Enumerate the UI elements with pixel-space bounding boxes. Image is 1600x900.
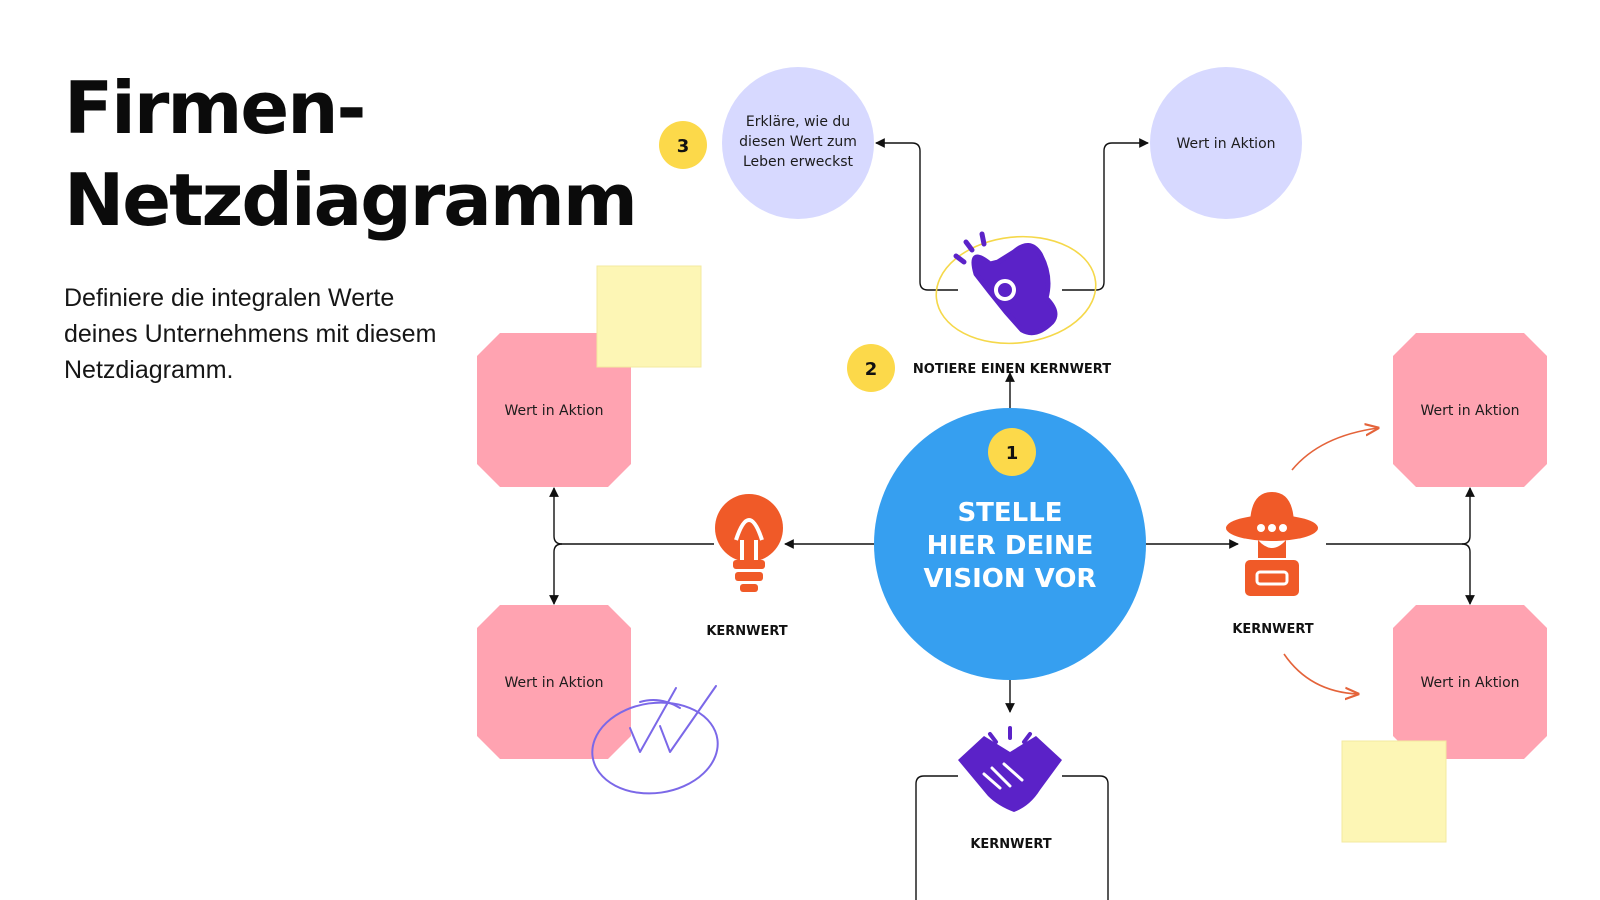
vision-circle[interactable]: STELLE HIER DEINE VISION VOR: [874, 408, 1146, 680]
top-right-circle-shape: [1150, 67, 1302, 219]
lightbulb-bulb: [715, 494, 783, 562]
connector-left-branch-down: [549, 543, 563, 605]
vision-line-2: HIER DEINE: [927, 531, 1094, 561]
top-right-circle-label: Wert in Aktion: [1176, 136, 1275, 152]
vision-line-3: VISION VOR: [924, 564, 1097, 594]
left-bottom-octagon-label: Wert in Aktion: [504, 675, 603, 691]
title-line-2: Netzdiagramm: [64, 158, 638, 242]
left-top-octagon-label: Wert in Aktion: [504, 403, 603, 419]
badge-3-shape: [659, 121, 707, 169]
left-top-octagon[interactable]: Wert in Aktion: [477, 333, 631, 487]
top-right-circle[interactable]: Wert in Aktion: [1150, 67, 1302, 219]
connector-lines: [549, 138, 1475, 900]
vision-line-1: STELLE: [957, 498, 1062, 528]
top-left-circle[interactable]: Erkläre, wie du diesen Wert zum Leben er…: [722, 67, 874, 219]
connector-bottom-left: [915, 775, 958, 900]
top-left-circle-line-3: Leben erweckst: [743, 154, 854, 170]
left-bottom-octagon-shape: [477, 605, 631, 759]
badge-1-shape: [988, 428, 1036, 476]
connector-left-branch: [549, 487, 714, 545]
left-bottom-octagon[interactable]: Wert in Aktion: [477, 605, 631, 759]
badge-1-number: 1: [1006, 443, 1019, 464]
connector-right-branch-down: [1461, 543, 1475, 605]
top-left-circle-line-1: Erkläre, wie du: [746, 114, 850, 130]
top-left-circle-shape: [722, 67, 874, 219]
badge-3: 3: [659, 121, 707, 169]
ok-hand-icon: [953, 231, 1058, 336]
top-value-label[interactable]: NOTIERE EINEN KERNWERT: [913, 362, 1111, 377]
left-value-label[interactable]: KERNWERT: [706, 624, 787, 639]
left-top-octagon-shape: [477, 333, 631, 487]
connector-right-branch: [1326, 487, 1475, 545]
right-top-octagon[interactable]: Wert in Aktion: [1393, 333, 1547, 487]
badge-2: 2: [847, 344, 895, 392]
right-bottom-octagon-label: Wert in Aktion: [1420, 675, 1519, 691]
explorer-icon: [1226, 492, 1318, 596]
page-title: Firmen- Netzdiagramm: [64, 62, 638, 246]
top-left-circle-line-2: diesen Wert zum: [739, 134, 857, 150]
handshake-icon: [958, 726, 1062, 812]
badge-1: 1: [988, 428, 1036, 476]
connector-top-right: [1062, 138, 1149, 291]
scribble-loop: [935, 235, 1097, 345]
right-top-octagon-shape: [1393, 333, 1547, 487]
badge-2-shape: [847, 344, 895, 392]
title-line-1: Firmen-: [64, 66, 366, 150]
connector-top-left: [875, 138, 958, 291]
orange-arrow-up: [1291, 428, 1378, 471]
sticky-note-right[interactable]: [1341, 740, 1447, 843]
right-bottom-octagon[interactable]: Wert in Aktion: [1393, 605, 1547, 759]
orange-arrow-down: [1283, 653, 1358, 694]
right-value-label[interactable]: KERNWERT: [1232, 622, 1313, 637]
badge-2-number: 2: [865, 359, 878, 380]
lightbulb-icon: [715, 494, 783, 592]
right-top-octagon-label: Wert in Aktion: [1420, 403, 1519, 419]
badge-3-number: 3: [677, 136, 690, 157]
sticky-note-left[interactable]: [596, 265, 702, 368]
right-bottom-octagon-shape: [1393, 605, 1547, 759]
vision-circle-shape: [874, 408, 1146, 680]
page-subtitle: Definiere die integralen Werte deines Un…: [64, 284, 437, 384]
bottom-value-label[interactable]: KERNWERT: [970, 837, 1051, 852]
checkmark-scribble-icon: [591, 685, 719, 795]
connector-bottom-right: [1062, 775, 1109, 900]
